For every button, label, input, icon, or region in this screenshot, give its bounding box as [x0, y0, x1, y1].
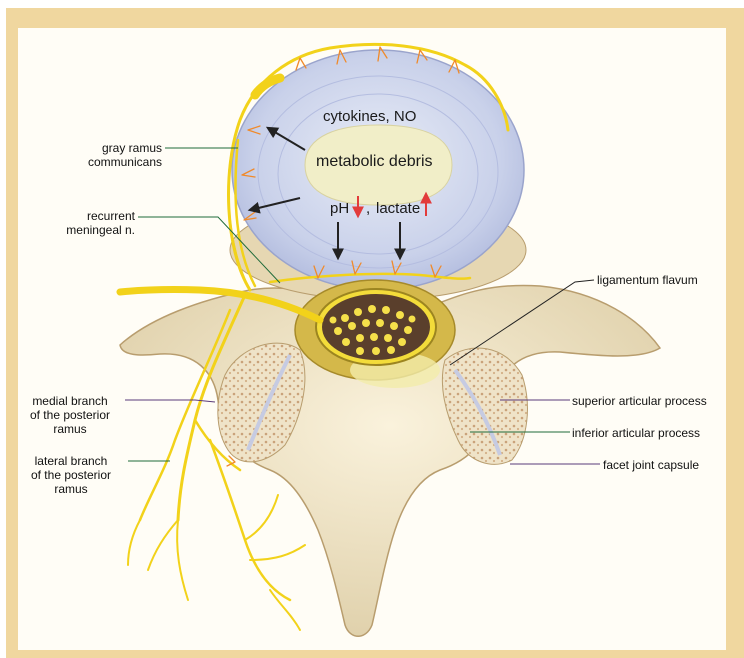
gray-ramus-line1: gray ramus: [40, 141, 162, 155]
recurrent-meningeal-label: recurrent meningeal n.: [20, 209, 135, 237]
medial-branch-label: medial branch of the posterior ramus: [15, 394, 125, 436]
metabolic-debris-label: metabolic debris: [316, 153, 433, 171]
ligamentum-flavum-label: ligamentum flavum: [597, 273, 698, 287]
lateral-line2: of the posterior: [15, 468, 127, 482]
gray-ramus-label: gray ramus communicans: [40, 141, 162, 169]
medial-line3: ramus: [15, 422, 125, 436]
recurrent-line1: recurrent: [20, 209, 135, 223]
lateral-branch-label: lateral branch of the posterior ramus: [15, 454, 127, 496]
superior-articular-label: superior articular process: [572, 394, 707, 408]
ph-comma: ,: [366, 200, 370, 217]
gray-ramus-line2: communicans: [40, 155, 162, 169]
ph-label: pH: [330, 200, 349, 217]
inferior-articular-label: inferior articular process: [572, 426, 700, 440]
medial-line2: of the posterior: [15, 408, 125, 422]
lactate-label: lactate: [376, 200, 420, 217]
recurrent-line2: meningeal n.: [20, 223, 135, 237]
cytokines-label: cytokines, NO: [323, 108, 416, 125]
lateral-line1: lateral branch: [15, 454, 127, 468]
medial-line1: medial branch: [15, 394, 125, 408]
facet-capsule-label: facet joint capsule: [603, 458, 699, 472]
lateral-line3: ramus: [15, 482, 127, 496]
